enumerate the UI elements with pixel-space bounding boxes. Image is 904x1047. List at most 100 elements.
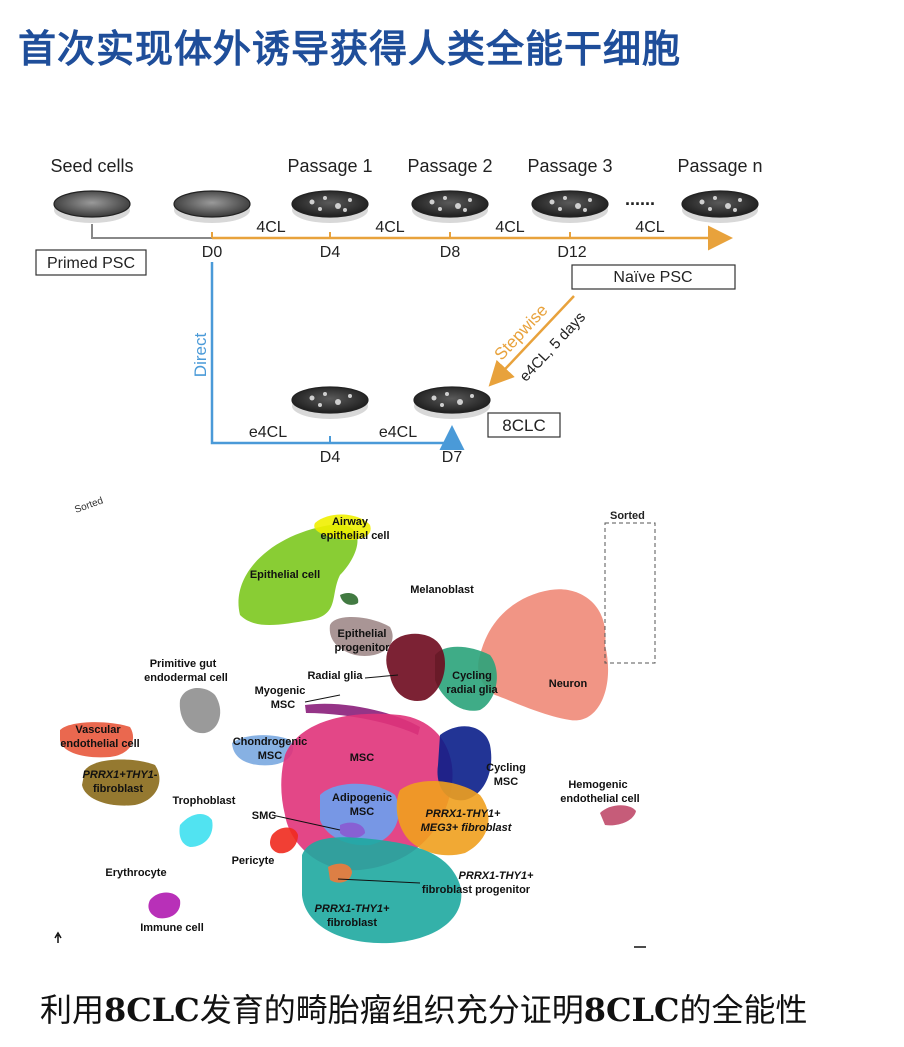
cluster-myogenic [305, 703, 420, 735]
cluster-neuron [478, 589, 609, 721]
e4cl-label-2: e4CL [379, 424, 417, 441]
e4cl-label-1: e4CL [249, 424, 287, 441]
seed-dish [53, 190, 131, 223]
day-d8: D8 [440, 244, 461, 261]
primed-psc-box [35, 249, 147, 276]
day-d4: D4 [320, 244, 341, 261]
label-epi-prog-1: Epithelial [338, 628, 387, 640]
cluster-melanoblast [340, 592, 359, 605]
day-d7: D7 [442, 449, 463, 466]
label-erythrocyte: Erythrocyte [105, 867, 166, 879]
passage-n-dish [681, 190, 759, 223]
cluster-chondro [232, 735, 294, 766]
label-prrx-fib-1: PRRX1+THY1- [83, 769, 158, 781]
label-airway-1: Airway [332, 516, 369, 528]
cluster-hemogenic [600, 805, 636, 826]
protocol-diagram: Seed cells Passage 1 Passage 2 Passage 3… [35, 156, 763, 466]
label-cycling-msc-1: Cycling [486, 762, 526, 774]
cluster-trophoblast [179, 813, 213, 847]
label-vascular-1: Vascular [75, 724, 121, 736]
label-fib-prog-2: fibroblast progenitor [422, 884, 531, 896]
condition-4cl-4: 4CL [635, 219, 664, 236]
umap-clusters [60, 514, 636, 944]
cluster-smc [340, 822, 365, 838]
cluster-airway [314, 514, 371, 540]
condition-4cl-3: 4CL [495, 219, 524, 236]
label-prrx-thy-fib-2: fibroblast [327, 917, 377, 929]
label-chondro-1: Chondrogenic [233, 736, 308, 748]
primed-connector-line [91, 224, 212, 239]
cluster-pericyte [270, 827, 298, 854]
cluster-prrx-thy [302, 837, 462, 944]
label-epithelial: Epithelial cell [250, 569, 320, 581]
stepwise-arrow [488, 295, 575, 387]
direct-d4-dish [291, 386, 369, 419]
label-meg3-1: PRRX1-THY1+ [426, 808, 501, 820]
caption-bold-1: 8CLC [104, 991, 200, 1029]
label-hemogenic-2: endothelial cell [560, 793, 639, 805]
passage-2-label: Passage 2 [407, 156, 492, 176]
page-title: 首次实现体外诱导获得人类全能干细胞 [18, 27, 682, 71]
condition-4cl-2: 4CL [375, 219, 404, 236]
sorted-inset-box [604, 522, 656, 664]
caption-part-1: 利用 [40, 991, 105, 1029]
label-cycling-rg-1: Cycling [452, 670, 492, 682]
bottom-caption: 利用8CLC发育的畸胎瘤组织充分证明8CLC的全能性 [40, 985, 807, 1031]
label-epi-prog-2: progenitor [335, 642, 391, 654]
axis-arrow-icon [54, 931, 62, 943]
label-myogenic-2: MSC [271, 699, 296, 711]
seed-cells-label: Seed cells [50, 156, 133, 176]
cluster-cycling-rg [435, 646, 497, 711]
d0-dish [173, 190, 251, 223]
cluster-epi-prog [329, 616, 393, 656]
day-d0: D0 [202, 244, 223, 261]
label-trophoblast: Trophoblast [173, 795, 236, 807]
sorted-label-left: Sorted [73, 495, 104, 515]
cluster-meg3 [396, 780, 489, 856]
condition-4cl-1: 4CL [256, 219, 285, 236]
caption-part-2: 发育的畸胎瘤组织充分证明 [199, 991, 584, 1029]
label-prim-gut-1: Primitive gut [150, 658, 217, 670]
day-d4-direct: D4 [320, 449, 341, 466]
naive-psc-box [571, 264, 736, 290]
label-neuron: Neuron [549, 678, 588, 690]
day-d12: D12 [557, 244, 586, 261]
cluster-radial-glia [386, 633, 445, 701]
cluster-immune [148, 892, 181, 919]
caption-part-3: 的全能性 [679, 991, 808, 1029]
label-pericyte: Pericyte [232, 855, 275, 867]
caption-bold-2: 8CLC [583, 991, 680, 1029]
passage-n-label: Passage n [677, 156, 762, 176]
label-meg3-2: MEG3+ fibroblast [421, 822, 513, 834]
label-airway-2: epithelial cell [320, 530, 389, 542]
label-prim-gut-2: endodermal cell [144, 672, 228, 684]
cluster-fib-prog [328, 863, 352, 883]
direct-path-arrow [210, 262, 465, 450]
cluster-prrx-fib [82, 759, 160, 806]
umap-plot: Sorted Sorted Airway epithelial cell Epi… [54, 495, 656, 948]
passage-1-dish [291, 190, 369, 223]
passage-3-dish [531, 190, 609, 223]
8clc-dish [413, 386, 491, 419]
8clc-label: 8CLC [502, 416, 545, 435]
label-melanoblast: Melanoblast [410, 584, 474, 596]
label-fib-prog-1: PRRX1-THY1+ [459, 870, 534, 882]
8clc-box [487, 412, 561, 438]
direct-label: Direct [191, 333, 210, 378]
label-smc: SMC [252, 810, 277, 822]
label-myogenic-1: Myogenic [255, 685, 306, 697]
naive-psc-label: Naïve PSC [613, 269, 692, 286]
label-radial-glia: Radial glia [307, 670, 363, 682]
label-adipo-1: Adipogenic [332, 792, 392, 804]
passage-1-label: Passage 1 [287, 156, 372, 176]
ellipsis-dots: ...... [625, 189, 655, 209]
label-hemogenic-1: Hemogenic [568, 779, 627, 791]
cluster-prim-gut [179, 688, 221, 734]
passage-3-label: Passage 3 [527, 156, 612, 176]
cluster-vascular [60, 722, 134, 758]
cluster-cycling-msc [437, 726, 492, 801]
label-prrx-thy-fib-1: PRRX1-THY1+ [315, 903, 390, 915]
label-msc: MSC [350, 752, 375, 764]
cluster-epithelial [238, 524, 358, 625]
label-prrx-fib-2: fibroblast [93, 783, 143, 795]
